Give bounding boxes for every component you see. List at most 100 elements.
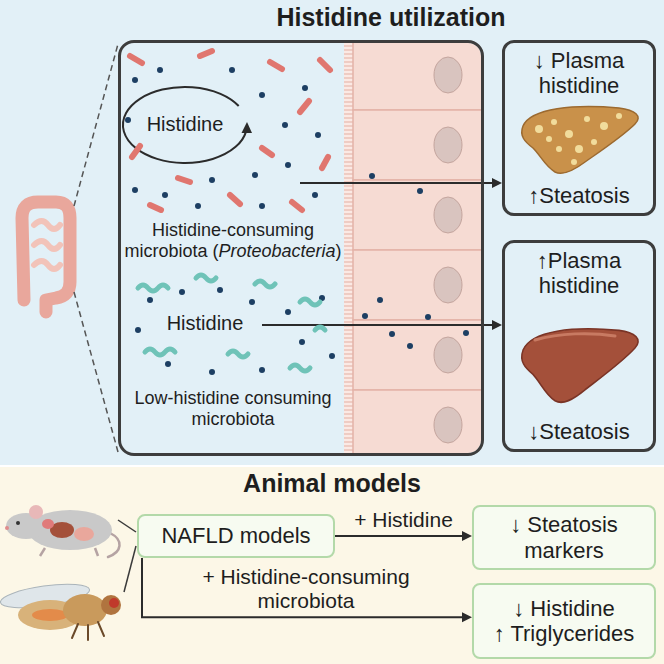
healthy-liver [535, 334, 615, 340]
red-bacteria [270, 62, 282, 69]
fatty-liver [591, 139, 597, 145]
fly-illustration [32, 609, 68, 621]
intestinal-epithelium [353, 110, 481, 180]
intestinal-epithelium [344, 43, 481, 453]
teal-bacteria [290, 365, 310, 371]
red-bacteria [322, 157, 328, 168]
intestinal-epithelium [353, 390, 481, 453]
teal-bacteria [145, 349, 175, 355]
mouse-illustration [29, 505, 43, 519]
mouse-illustration [40, 548, 45, 556]
fatty-liver [546, 136, 552, 142]
histidine-dot [285, 309, 291, 315]
intestinal-epithelium [353, 320, 481, 390]
histidine-dot [315, 132, 321, 138]
fatty-liver [584, 116, 590, 122]
histidine-dot [157, 67, 163, 73]
metabolite-label: Histidine [135, 113, 235, 136]
text-holder: Histidine-consuming microbiota (Proteoba… [121, 220, 345, 261]
histidine-dot [147, 297, 153, 303]
top-band: Histidine utilizationHistidineHistidine-… [0, 0, 664, 466]
flow-arrow [123, 87, 484, 325]
red-bacteria [130, 51, 330, 210]
outcome-text: ↓Steatosis [528, 419, 630, 444]
flow-arrow [242, 122, 253, 133]
intestinal-epithelium [353, 250, 481, 320]
edge-label: + Histidine-consuming microbiota [150, 565, 462, 613]
mouse-illustration [74, 527, 94, 541]
arrow-head [492, 178, 502, 188]
flow-arrow [300, 182, 484, 184]
band-ground [0, 465, 664, 467]
histidine-dot [252, 172, 258, 178]
metabolite-label: Histidine [155, 312, 255, 335]
colon-illustration [22, 202, 70, 312]
red-bacteria [292, 202, 302, 210]
zoom-dashed-line [74, 44, 118, 206]
connector-line [484, 324, 493, 326]
outcome-box: ↑Plasma histidine ↓Steatosis [502, 240, 656, 452]
band-title: Animal models [0, 469, 664, 498]
microbiota-label: Histidine-consuming microbiota (Proteoba… [121, 220, 345, 261]
fatty-liver [522, 107, 638, 174]
histidine-dot [362, 313, 368, 319]
microbiota-label: Low-histidine consuming microbiota [121, 388, 345, 429]
mouse-illustration [108, 533, 120, 557]
fatty-liver [616, 113, 622, 119]
band-ground [0, 0, 664, 466]
fatty-liver [571, 159, 577, 165]
histidine-dot [135, 327, 141, 333]
histidine-dot [132, 77, 138, 83]
histidine-dot [217, 287, 223, 293]
intestinal-epithelium [434, 57, 462, 93]
fly-illustration [0, 580, 121, 640]
red-bacteria [130, 56, 142, 63]
fatty-liver [551, 119, 557, 125]
fatty-liver [565, 130, 573, 138]
intestinal-epithelium [434, 337, 462, 373]
teal-bacteria [228, 351, 248, 357]
fatty-liver [535, 125, 543, 133]
box-text: ↑ Triglycerides [494, 621, 635, 646]
text-holder: Histidine utilization [118, 3, 664, 32]
arrow-head [462, 612, 472, 622]
colon-illustration [22, 202, 70, 312]
histidine-dot [299, 339, 305, 345]
text-holder: Histidine [135, 113, 235, 136]
model-bracket-line [118, 520, 136, 592]
histidine-dot [259, 367, 265, 373]
histidine-dot [302, 85, 308, 91]
connector-line [142, 558, 463, 617]
histidine-dot [165, 361, 171, 367]
fatty-liver [600, 122, 608, 130]
connector-line [335, 535, 463, 537]
gut-lumen-panel: HistidineHistidine-consuming microbiota … [118, 40, 484, 456]
histidine-dot [463, 330, 469, 336]
intestinal-epithelium [434, 407, 462, 443]
connector-line [484, 182, 493, 184]
intestinal-epithelium [353, 43, 481, 110]
teal-bacteria [315, 327, 325, 330]
histidine-dot [377, 297, 383, 303]
connector-arrow [335, 531, 472, 541]
intestinal-epithelium [434, 197, 462, 233]
red-bacteria [300, 101, 309, 112]
mouse-illustration [5, 505, 120, 557]
connector-arrow [142, 558, 472, 622]
connector-arrow [484, 320, 502, 330]
fly-illustration [63, 594, 107, 626]
fatty-liver [575, 145, 583, 153]
band-title: Histidine utilization [118, 3, 664, 32]
histidine-dot [407, 343, 413, 349]
teal-bacteria [138, 275, 325, 371]
red-bacteria [150, 205, 161, 210]
histidine-dot [259, 92, 265, 98]
model-bracket-line [124, 546, 136, 592]
histidine-dot [249, 299, 255, 305]
text-holder: Animal models [0, 469, 664, 498]
outcome-text: ↑Plasma histidine [508, 248, 650, 299]
arrow-head [462, 531, 472, 541]
histidine-dot [195, 203, 201, 209]
